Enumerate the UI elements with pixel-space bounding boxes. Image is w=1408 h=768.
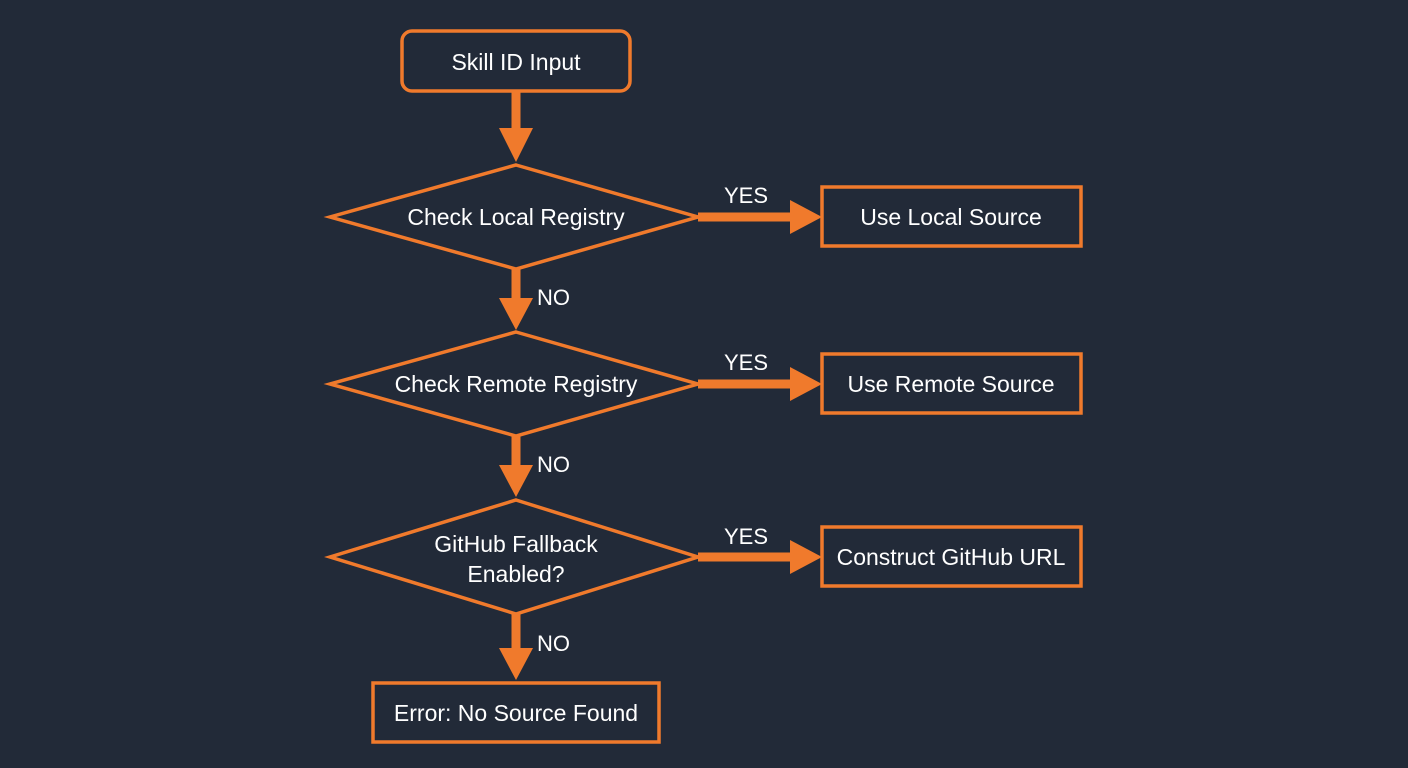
error-label: Error: No Source Found xyxy=(394,700,638,726)
error-node: Error: No Source Found xyxy=(371,681,661,744)
decision-github-diamond xyxy=(324,498,704,616)
github-url-node: Construct GitHub URL xyxy=(820,525,1083,588)
decision-github-fallback: GitHub Fallback Enabled? xyxy=(324,498,704,616)
arrow-start-to-local xyxy=(499,91,533,162)
decision-github-label-line2: Enabled? xyxy=(467,561,564,587)
arrow-local-no: NO xyxy=(499,269,570,330)
github-url-box xyxy=(820,525,1083,588)
decision-remote-registry: Check Remote Registry xyxy=(323,330,705,438)
edge-label-local-yes: YES xyxy=(724,183,768,208)
decision-local-registry: Check Local Registry xyxy=(323,163,705,271)
edge-label-github-no: NO xyxy=(537,631,570,656)
arrow-local-yes: YES xyxy=(698,183,822,234)
use-local-node: Use Local Source xyxy=(820,185,1083,248)
arrow-github-no: NO xyxy=(499,614,570,680)
use-remote-label: Use Remote Source xyxy=(847,371,1054,397)
github-url-label: Construct GitHub URL xyxy=(837,544,1066,570)
arrow-remote-yes: YES xyxy=(698,350,822,401)
error-box xyxy=(371,681,661,744)
arrow-github-yes: YES xyxy=(698,524,822,574)
use-local-box xyxy=(820,185,1083,248)
edge-label-remote-yes: YES xyxy=(724,350,768,375)
use-remote-box xyxy=(820,352,1083,415)
start-node: Skill ID Input xyxy=(400,29,632,93)
use-local-label: Use Local Source xyxy=(860,204,1042,230)
edge-label-local-no: NO xyxy=(537,285,570,310)
edge-label-github-yes: YES xyxy=(724,524,768,549)
arrow-remote-no: NO xyxy=(499,436,570,497)
decision-local-label: Check Local Registry xyxy=(407,204,625,230)
edge-label-remote-no: NO xyxy=(537,452,570,477)
decision-remote-label: Check Remote Registry xyxy=(395,371,638,397)
use-remote-node: Use Remote Source xyxy=(820,352,1083,415)
start-node-label: Skill ID Input xyxy=(451,49,581,75)
decision-github-label-line1: GitHub Fallback xyxy=(434,531,598,557)
